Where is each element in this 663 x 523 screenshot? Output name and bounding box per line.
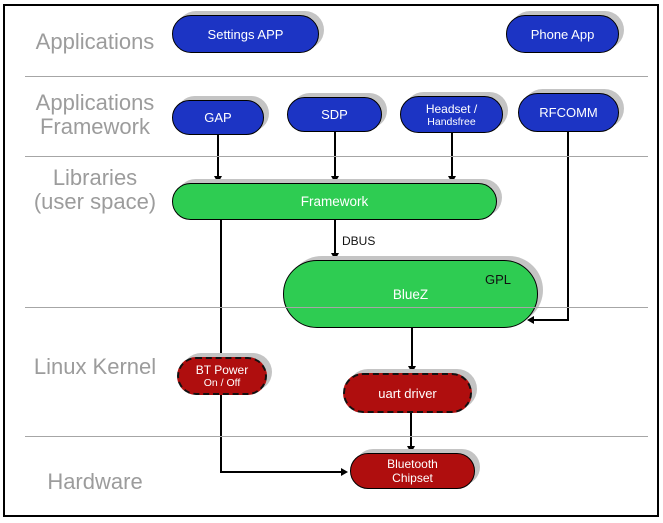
node-bluez: GPL BlueZ xyxy=(283,260,538,328)
node-label: SDP xyxy=(321,107,348,122)
layer-label-line: Libraries xyxy=(52,165,138,190)
divider-kernel xyxy=(25,307,648,308)
connector-rfcomm-to-bluez xyxy=(533,319,568,321)
connector-headset-to-framework xyxy=(451,132,453,183)
node-label-line: Chipset xyxy=(392,471,433,485)
layer-label-line: Applications xyxy=(35,29,155,54)
layer-label-applications-framework: Applications Framework xyxy=(5,91,185,139)
gpl-badge: GPL xyxy=(484,272,511,287)
arrowhead-gap-to-framework xyxy=(214,176,222,183)
arrowhead-rfcomm-to-bluez xyxy=(527,316,534,324)
layer-label-linux-kernel: Linux Kernel xyxy=(5,355,185,379)
node-label-line: Bluetooth xyxy=(387,457,438,471)
layer-label-line: Framework xyxy=(39,114,150,139)
layer-label-applications: Applications xyxy=(5,30,185,54)
node-rfcomm: RFCOMM xyxy=(518,93,619,132)
arrowhead-framework-to-bluez xyxy=(331,253,339,260)
layer-label-line: (user space) xyxy=(33,189,157,214)
layer-label-line: Applications xyxy=(35,90,155,115)
node-label: GAP xyxy=(204,110,232,125)
node-settings-app: Settings APP xyxy=(172,15,319,53)
node-label-line: Handsfree xyxy=(427,115,476,128)
arrowhead-uart-to-chipset xyxy=(407,446,415,453)
arrowhead-headset-to-framework xyxy=(448,176,456,183)
node-framework: Framework xyxy=(172,183,497,220)
layer-label-line: Hardware xyxy=(47,469,143,494)
arrowhead-sdp-to-framework xyxy=(331,176,339,183)
node-label: Phone App xyxy=(530,26,595,42)
divider-hardware xyxy=(25,436,648,437)
connector-framework-to-bluez xyxy=(334,220,336,256)
node-label: RFCOMM xyxy=(539,105,598,120)
node-label-line: BT Power xyxy=(195,363,249,377)
edge-label-dbus: DBUS xyxy=(342,234,376,248)
node-label-line: Headset / xyxy=(425,101,478,116)
connector-framework-power-vertical xyxy=(220,220,222,473)
layer-label-line: Linux Kernel xyxy=(33,354,157,379)
layer-label-libraries: Libraries (user space) xyxy=(5,166,185,214)
node-phone-app: Phone App xyxy=(506,15,619,53)
connector-bluez-to-uart xyxy=(411,328,413,367)
node-label: Framework xyxy=(300,194,369,209)
node-label: Settings APP xyxy=(207,26,284,42)
node-label: BlueZ xyxy=(392,286,429,302)
layer-label-hardware: Hardware xyxy=(5,470,185,494)
arrowhead-bluez-to-uart xyxy=(408,366,416,373)
connector-sdp-to-framework xyxy=(334,132,336,183)
divider-framework xyxy=(25,156,648,157)
node-label-line: On / Off xyxy=(203,377,241,389)
node-uart-driver: uart driver xyxy=(343,373,472,413)
connector-power-to-chipset xyxy=(220,471,342,473)
node-gap: GAP xyxy=(172,100,264,135)
connector-uart-to-chipset xyxy=(410,413,412,447)
node-bluetooth-chipset: Bluetooth Chipset xyxy=(350,453,475,489)
connector-rfcomm-vertical xyxy=(567,132,569,321)
divider-applications xyxy=(25,76,648,77)
node-label: uart driver xyxy=(378,385,437,401)
node-headset-handsfree: Headset / Handsfree xyxy=(400,96,503,133)
arrowhead-power-to-chipset xyxy=(341,468,348,476)
connector-gap-to-framework xyxy=(217,135,219,183)
node-bt-power: BT Power On / Off xyxy=(177,357,267,395)
node-sdp: SDP xyxy=(287,97,382,132)
